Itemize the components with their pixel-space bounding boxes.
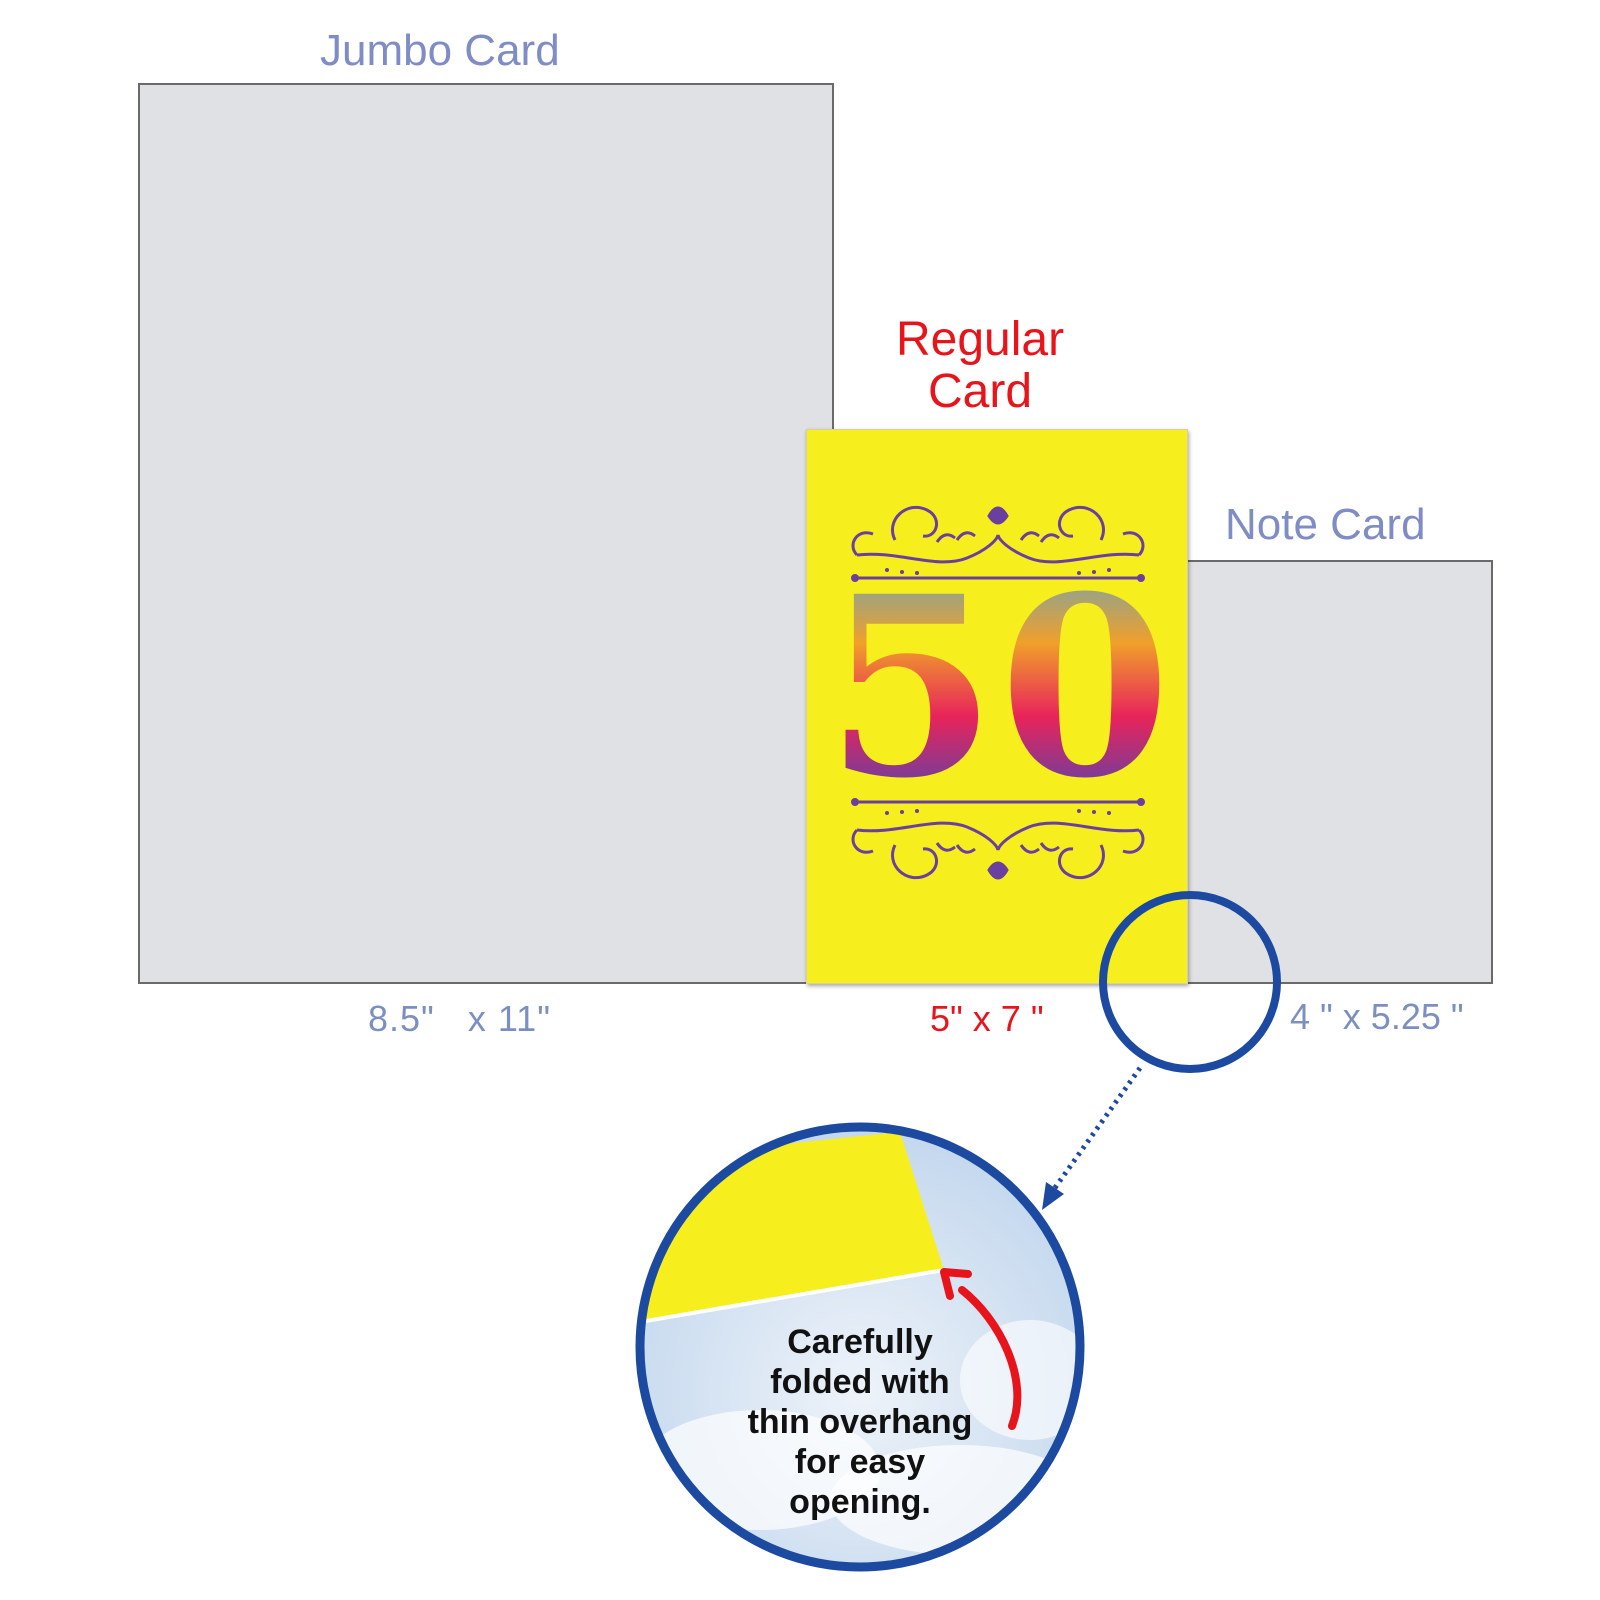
jumbo-card-title: Jumbo Card (320, 26, 560, 75)
jumbo-card-size: 8.5" x 11" (368, 998, 551, 1039)
note-card-size: 4 " x 5.25 " (1290, 996, 1464, 1037)
connector-arrowhead (1042, 1182, 1064, 1210)
regular-card-size: 5" x 7 " (930, 998, 1044, 1039)
red-arrowhead (940, 1268, 972, 1300)
caption-line-3: thin overhang (747, 1403, 973, 1441)
regular-card-title: Regular Card (880, 314, 1080, 418)
caption-line-1: Carefully (787, 1323, 933, 1361)
caption-line-2: folded with (770, 1363, 950, 1401)
top-ornament (851, 505, 1145, 580)
caption-line-5: opening. (789, 1483, 931, 1521)
regular-card-shape: 50 (806, 429, 1188, 984)
note-card-shape (1170, 560, 1493, 984)
bottom-ornament-dots (851, 798, 1145, 815)
zoom-caption: Carefully folded with thin overhang for … (700, 1322, 1020, 1522)
top-ornament-dots (851, 568, 1145, 582)
bottom-ornament (851, 800, 1145, 880)
regular-card-artwork: 50 (823, 505, 1173, 880)
zoom-card-corner (640, 1132, 944, 1322)
regular-card-title-line2: Card (927, 365, 1033, 418)
note-card-title: Note Card (1225, 500, 1426, 549)
caption-line-4: for easy (794, 1443, 926, 1481)
dotted-connector (1049, 1066, 1143, 1194)
jumbo-card-shape (138, 83, 834, 984)
number-fifty: 50 (824, 540, 1172, 834)
regular-card-title-line1: Regular (895, 313, 1065, 366)
